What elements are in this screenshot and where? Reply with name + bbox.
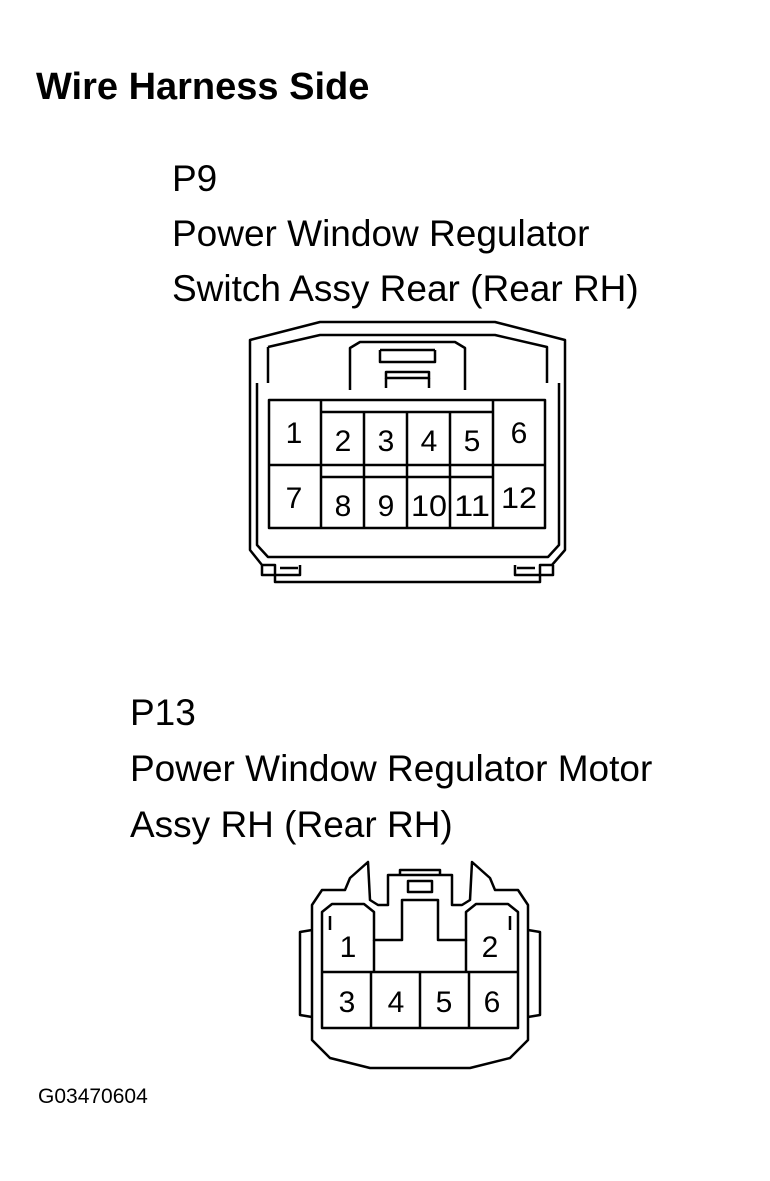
p9-pin-label: 12 — [501, 482, 537, 515]
p9-pin-label: 8 — [335, 490, 352, 523]
p13-pin-label: 5 — [436, 986, 453, 1019]
p13-pin-label: 2 — [482, 931, 499, 964]
connector-p13-cavity-frame — [320, 898, 520, 1030]
page-title: Wire Harness Side — [36, 66, 370, 108]
p13-pin-label: 6 — [484, 986, 501, 1019]
p9-pin-label: 7 — [286, 482, 303, 515]
connector-p9-name-line1: Power Window Regulator — [172, 213, 590, 254]
p13-pin-label: 3 — [339, 986, 356, 1019]
p9-pin-label: 10 — [411, 490, 447, 523]
p13-pin-label: 4 — [388, 986, 405, 1019]
p9-pin-label: 4 — [421, 425, 438, 458]
p9-pin-label: 5 — [464, 425, 481, 458]
connector-p13-housing — [310, 860, 530, 1070]
connector-p9-cavity-frame — [267, 398, 547, 530]
connector-p13-id: P13 — [130, 692, 196, 733]
p9-pin-label: 3 — [378, 425, 395, 458]
p9-pin-label: 11 — [454, 490, 490, 523]
p9-pin-label: 6 — [511, 417, 528, 450]
connector-p9-id: P9 — [172, 158, 218, 199]
connector-p9-name-line2: Switch Assy Rear (Rear RH) — [172, 268, 639, 309]
connector-p9-drawing — [248, 320, 567, 584]
connector-p13-name-line2: Assy RH (Rear RH) — [130, 804, 453, 845]
p13-pin-label: 1 — [340, 931, 357, 964]
p9-pin-label: 9 — [378, 490, 395, 523]
connector-p13-name-line1: Power Window Regulator Motor — [130, 748, 653, 789]
p9-pin-label: 2 — [335, 425, 352, 458]
figure-code: G03470604 — [38, 1085, 148, 1108]
connector-p13-drawing — [298, 860, 542, 1070]
p9-pin-label: 1 — [286, 417, 303, 450]
connector-p9-latch — [348, 340, 467, 390]
connector-p13-latch — [398, 868, 442, 875]
